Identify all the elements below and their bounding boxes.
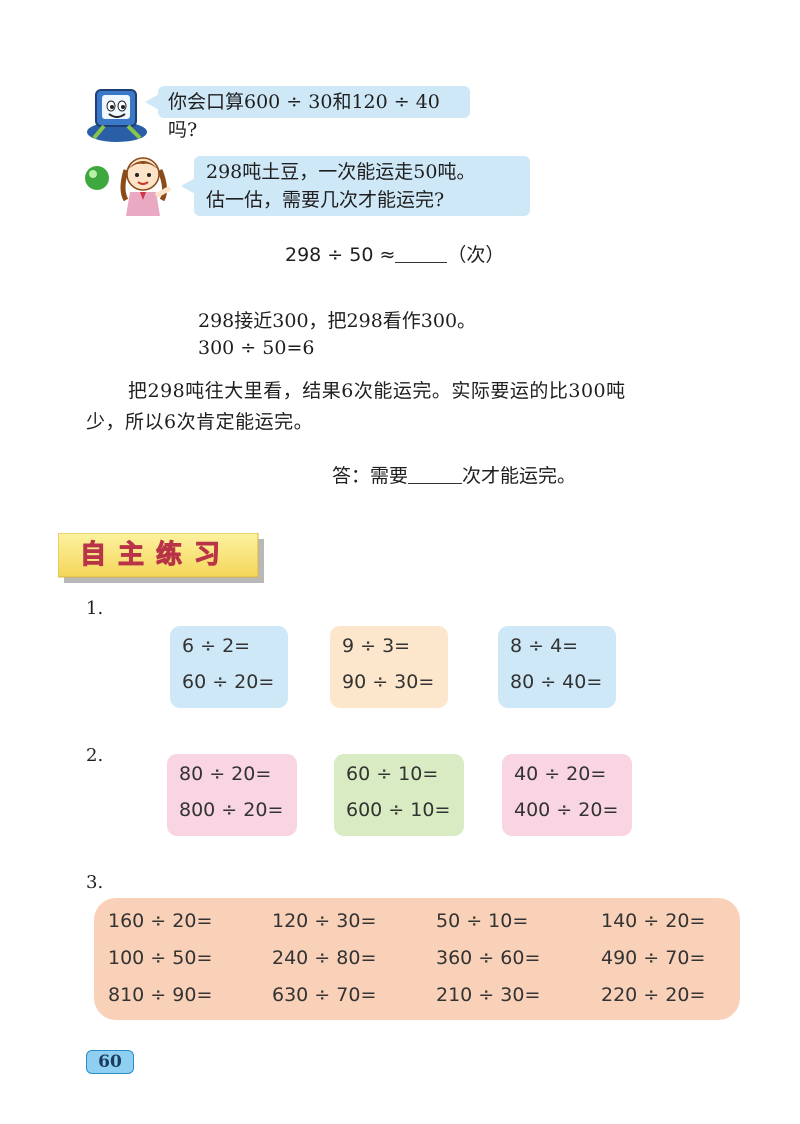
problem: 9 ÷ 3= (342, 635, 411, 657)
answer-right: 次才能运完。 (462, 465, 577, 487)
q3-box: 160 ÷ 20= 120 ÷ 30= 50 ÷ 10= 140 ÷ 20= 1… (94, 898, 740, 1020)
equation-left: 298 ÷ 50 ≈ (285, 244, 396, 266)
q2-box-3: 40 ÷ 20= 400 ÷ 20= (502, 754, 632, 836)
estimate-equation: 298 ÷ 50 ≈ （次） (285, 240, 504, 267)
problem: 90 ÷ 30= (342, 671, 435, 693)
problem: 160 ÷ 20= (108, 910, 213, 932)
bubble-line-1: 298吨土豆，一次能运走50吨。 (206, 161, 476, 183)
q1-box-3: 8 ÷ 4= 80 ÷ 40= (498, 626, 616, 708)
page-number: 60 (86, 1050, 134, 1074)
q1-box-1: 6 ÷ 2= 60 ÷ 20= (170, 626, 288, 708)
section-title: 自主练习 (79, 540, 233, 571)
page-number-text: 60 (98, 1052, 122, 1072)
problem: 140 ÷ 20= (601, 910, 706, 932)
problem: 800 ÷ 20= (179, 799, 284, 821)
q2-box-2: 60 ÷ 10= 600 ÷ 10= (334, 754, 464, 836)
problem: 6 ÷ 2= (182, 635, 251, 657)
computer-mascot-icon (82, 82, 152, 144)
problem: 240 ÷ 80= (272, 947, 377, 969)
speech-bubble-girl: 298吨土豆，一次能运走50吨。 估一估，需要几次才能运完? (181, 156, 530, 216)
problem: 40 ÷ 20= (514, 763, 607, 785)
problem: 80 ÷ 40= (510, 671, 603, 693)
speech-bubble-mascot: 你会口算600 ÷ 30和120 ÷ 40吗? (145, 86, 470, 141)
problem: 490 ÷ 70= (601, 947, 706, 969)
work-line-1: 298接近300，把298看作300。 (198, 310, 477, 332)
problem: 60 ÷ 20= (182, 671, 275, 693)
question-number-2: 2. (86, 745, 104, 766)
problem: 80 ÷ 20= (179, 763, 272, 785)
question-number-3: 3. (86, 872, 104, 893)
q1-box-2: 9 ÷ 3= 90 ÷ 30= (330, 626, 448, 708)
answer-blank[interactable] (395, 244, 448, 263)
problem: 600 ÷ 10= (346, 799, 451, 821)
question-number-1: 1. (86, 598, 104, 619)
girl-character-icon (112, 150, 178, 220)
bubble-line-2: 估一估，需要几次才能运完? (206, 189, 445, 211)
bubble-text: 你会口算600 ÷ 30和120 ÷ 40吗? (168, 91, 440, 141)
problem: 50 ÷ 10= (436, 910, 529, 932)
problem: 8 ÷ 4= (510, 635, 579, 657)
problem: 810 ÷ 90= (108, 984, 213, 1006)
problem: 220 ÷ 20= (601, 984, 706, 1006)
explanation-line-2: 少，所以6次肯定能运完。 (86, 411, 314, 433)
answer-count-blank[interactable] (408, 465, 463, 484)
explanation-line-1: 把298吨往大里看，结果6次能运完。实际要运的比300吨 (128, 380, 626, 402)
problem: 120 ÷ 30= (272, 910, 377, 932)
problem: 400 ÷ 20= (514, 799, 619, 821)
work-line-2: 300 ÷ 50=6 (198, 337, 315, 359)
problem: 210 ÷ 30= (436, 984, 541, 1006)
problem: 360 ÷ 60= (436, 947, 541, 969)
problem: 100 ÷ 50= (108, 947, 213, 969)
equation-unit: （次） (447, 244, 505, 266)
green-ball-icon (84, 165, 110, 191)
section-banner: 自主练习 (58, 533, 264, 583)
answer-line: 答：需要 次才能运完。 (332, 461, 576, 488)
answer-left: 答：需要 (332, 465, 409, 487)
q2-box-1: 80 ÷ 20= 800 ÷ 20= (167, 754, 297, 836)
problem: 60 ÷ 10= (346, 763, 439, 785)
problem: 630 ÷ 70= (272, 984, 377, 1006)
